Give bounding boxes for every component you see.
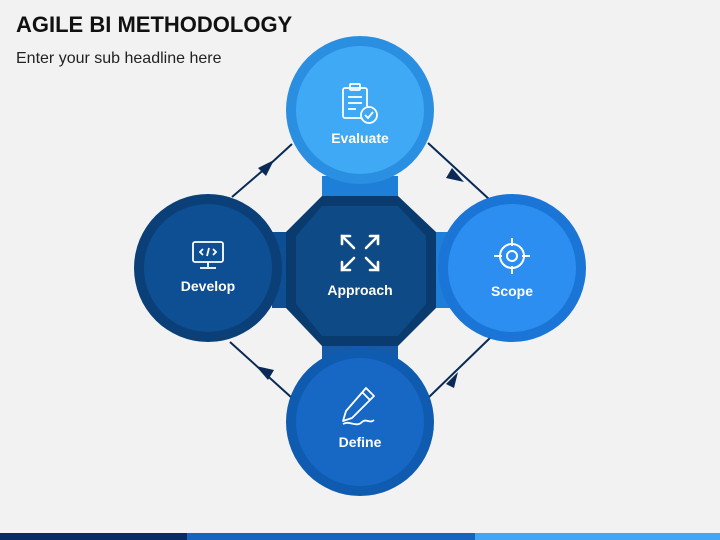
- node-develop: Develop: [134, 194, 282, 342]
- expand-arrows-icon: [340, 234, 380, 272]
- node-evaluate-circle: [296, 46, 424, 174]
- arrow-evaluate-to-scope: [427, 142, 491, 201]
- clipboard-check-icon: [342, 83, 378, 124]
- center-octagon-inner: [296, 206, 426, 336]
- bottom-accent-bar: [0, 533, 720, 540]
- arrowhead-define: [446, 372, 458, 388]
- arrow-scope-to-define: [427, 337, 491, 399]
- slide-title: AGILE BI METHODOLOGY: [16, 12, 293, 37]
- node-scope-label: Scope: [491, 283, 533, 299]
- pencil-icon: [342, 387, 375, 426]
- slide-subtitle: Enter your sub headline here: [16, 50, 222, 67]
- bottom-bar-segment-mid: [187, 533, 476, 540]
- arrowhead-develop: [256, 366, 274, 380]
- node-scope: Scope: [438, 194, 586, 342]
- bottom-bar-segment-light: [475, 533, 720, 540]
- bottom-bar-segment-dark: [0, 533, 188, 540]
- node-develop-label: Develop: [181, 278, 235, 294]
- monitor-code-icon: [192, 241, 224, 269]
- node-define: Define: [286, 348, 434, 496]
- arrowhead-scope: [446, 168, 464, 182]
- node-define-circle: [296, 358, 424, 486]
- center-node-approach: Approach: [286, 196, 436, 346]
- node-define-label: Define: [339, 434, 382, 450]
- arrowhead-evaluate: [258, 160, 274, 176]
- node-evaluate-label: Evaluate: [331, 130, 389, 146]
- target-icon: [494, 238, 530, 274]
- cycle-connectors: [229, 142, 491, 399]
- node-evaluate: Evaluate: [286, 36, 434, 184]
- center-label: Approach: [327, 282, 392, 298]
